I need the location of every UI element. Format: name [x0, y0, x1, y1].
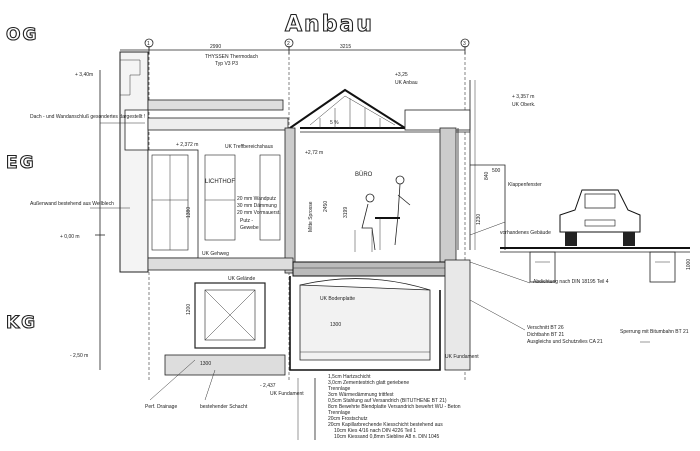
dim-top-3215: 3215	[340, 44, 351, 50]
dim-1000: 1000	[686, 259, 692, 270]
leader-lines	[90, 122, 650, 440]
label-thyssen: THYSSEN Thermodach	[205, 54, 258, 60]
anbau-roof: 5 %	[147, 88, 471, 133]
label-wand2: 30 mm Dämmung	[237, 203, 277, 209]
layer-item: 0,5cm Stahlung auf Versandrich (BITUTHEN…	[328, 398, 447, 404]
dim-3199: 3199	[343, 207, 349, 218]
layer-item: 8cm Bewehrte Blendplatte Versandrich bew…	[328, 404, 461, 410]
label-uk-fundament-2: UK Fundament	[445, 354, 479, 360]
layer-item: 20cm Kapillarbrechende Kiesschicht beste…	[328, 422, 443, 428]
label-drain: Perf. Drainage	[145, 404, 177, 410]
roof-slope: 5 %	[330, 120, 339, 126]
dim-top-2990: 2990	[210, 44, 221, 50]
car-illustration	[559, 189, 641, 246]
dim-1230: 1230	[476, 214, 482, 225]
level-2437: - 2,437	[260, 383, 276, 389]
layer-item: 3cm Wärmedämmung trittfest	[328, 392, 394, 398]
label-aussenwand: Außenwand bestehend aus Wellblech	[30, 201, 114, 207]
level-uk-oberk: UK Oberk.	[512, 102, 535, 108]
label-ausgleich: Ausgleichs und Schutzvlies CA 21	[527, 339, 603, 345]
dim-1300-b: 1300	[330, 322, 341, 328]
layer-item: 10cm Kiessand 0,8mm Siebline A8 n. DIN 1…	[334, 434, 440, 440]
top-dimension-chain: 2990 3215	[120, 44, 466, 54]
label-gewebe: Gewebe	[240, 225, 259, 231]
basement	[164, 259, 471, 376]
label-vorhandenes: vorhandenes Gebäude	[500, 230, 551, 236]
floor-label-eg: EG	[6, 153, 36, 173]
level-000: + 0,00 m	[60, 234, 80, 240]
label-uk-gelaende: UK Gelände	[228, 276, 255, 282]
dim-2450: 2450	[323, 201, 329, 212]
label-sperrung: Sperrung mit Bitumbahn BT 21	[620, 329, 689, 335]
label-klappe: Klappenfenster	[508, 182, 542, 188]
dim-840: 840	[484, 171, 490, 180]
existing-building	[119, 51, 284, 273]
label-uk-bodenplatte: UK Bodenplatte	[320, 296, 355, 302]
label-abdichtung: Abdichtung nach DIN 18195 Teil 4	[533, 279, 609, 285]
axis-label-1: 1	[147, 41, 150, 47]
layer-item: 3,0cm Zementestrich glatt geriebene	[328, 380, 409, 386]
level-250: - 2,50 m	[70, 353, 88, 359]
label-uk-gehweg: UK Gehweg	[202, 251, 229, 257]
label-thyssen-typ: Typ V3 P3	[215, 61, 238, 67]
dim-500: 500	[492, 168, 501, 174]
layer-item: Trennlage	[328, 410, 351, 416]
level-3357: + 3,357 m	[512, 94, 534, 100]
left-dimension	[95, 70, 105, 370]
label-verschnitt: Verschnitt BT 26	[527, 325, 564, 331]
level-uk-anbau: UK Anbau	[395, 80, 418, 86]
level-340: + 3,40m	[75, 72, 93, 78]
street-section	[500, 247, 690, 283]
label-putz: Putz -	[240, 218, 253, 224]
person-figure	[354, 175, 411, 252]
label-mitte: Mitte Sprosse	[308, 201, 314, 232]
level-272: +2,72 m	[305, 150, 323, 156]
level-325: +3,25	[395, 72, 408, 78]
anbau-walls	[284, 80, 506, 274]
label-uk-fundament: UK Fundament	[270, 391, 304, 397]
axis-label-2: 2	[287, 41, 290, 47]
level-uk-treffen: UK Treffbereichshaus	[225, 144, 273, 150]
label-lichthof: LICHTHOF	[205, 179, 235, 185]
layer-item: 10cm Kies 4/16 nach DIN 4226 Teil 1	[334, 428, 416, 434]
floor-layer-list: 1,5cm Hartzschicht 3,0cm Zementestrich g…	[328, 374, 461, 440]
axis-label-3: 3	[463, 41, 466, 47]
dim-1380: 1380	[186, 207, 192, 218]
label-dichtbahn: Dichtbahn BT 21	[527, 332, 564, 338]
label-wand1: 20 mm Wandputz	[237, 196, 276, 202]
dim-1300: 1300	[200, 361, 211, 367]
label-wand3: 20 mm Vormauerst.	[237, 210, 281, 216]
label-dach-wand: Dach - und Wandanschluß gesondertes darg…	[30, 114, 145, 120]
floor-label-og: OG	[6, 25, 38, 45]
floor-label-kg: KG	[6, 313, 37, 333]
layer-item: 1,5cm Hartzschicht	[328, 374, 371, 380]
layer-item: 20cm Frostschutz	[328, 416, 368, 422]
layer-item: Trennlage	[328, 386, 351, 392]
level-2372: + 2,372 m	[176, 142, 198, 148]
label-schacht: bestehender Schacht	[200, 404, 248, 410]
drawing-title: Anbau	[285, 12, 374, 37]
label-buero: BÜRO	[355, 171, 373, 178]
ground-floor-slab	[147, 257, 459, 277]
dim-1200: 1200	[186, 304, 192, 315]
